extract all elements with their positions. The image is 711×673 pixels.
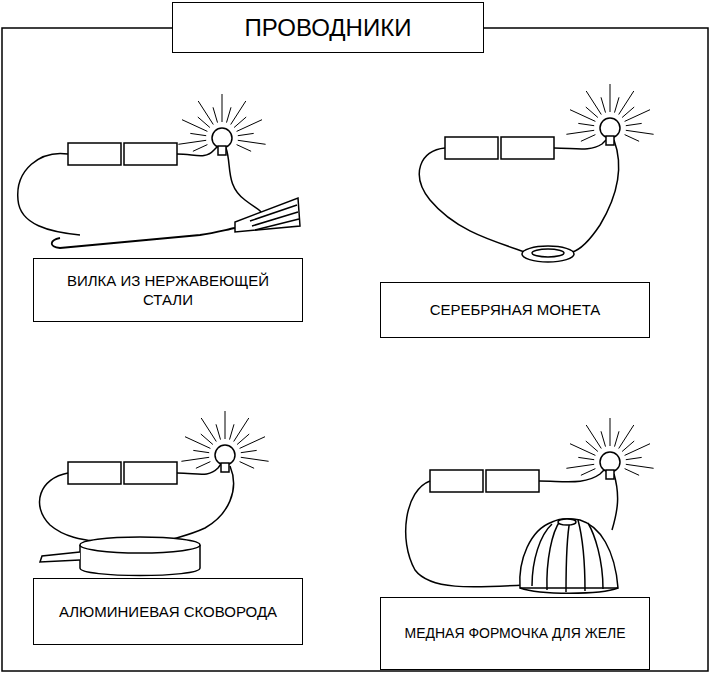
light-ray (196, 462, 211, 469)
light-ray (238, 140, 266, 144)
light-ray (193, 145, 208, 152)
light-ray (234, 117, 246, 128)
light-ray (601, 97, 606, 112)
light-ray (201, 434, 213, 445)
light-ray (231, 101, 246, 125)
light-ray (625, 469, 640, 476)
light-ray (626, 457, 642, 459)
light-ray (201, 418, 216, 442)
light-ray (622, 107, 634, 118)
light-ray (586, 441, 598, 452)
fork-circuit (18, 143, 300, 248)
light-ray (619, 425, 634, 449)
light-ray (610, 418, 611, 446)
title-text: ПРОВОДНИКИ (245, 14, 412, 42)
light-ray (198, 117, 210, 128)
light-ray (581, 135, 596, 142)
light-ray (626, 130, 654, 134)
light-ray (190, 133, 206, 135)
light-ray (240, 462, 255, 469)
light-ray (213, 107, 218, 122)
light-ray (626, 123, 642, 125)
light-ray (566, 464, 594, 468)
title-box: ПРОВОДНИКИ (172, 2, 484, 53)
label-text: МЕДНАЯ ФОРМОЧКА ДЛЯ ЖЕЛЕ (404, 624, 625, 642)
label-text: АЛЮМИНИЕВАЯ СКОВОРОДА (59, 602, 277, 622)
light-ray (238, 133, 254, 135)
light-ray (216, 424, 221, 439)
light-ray (230, 424, 235, 439)
light-ray (178, 140, 206, 144)
light-ray (610, 84, 611, 112)
light-ray (222, 94, 223, 122)
light-ray (625, 444, 650, 456)
outer-frame (2, 28, 708, 671)
light-ray (601, 431, 606, 446)
light-ray (227, 107, 232, 122)
light-ray (237, 120, 262, 132)
light-ray (615, 431, 620, 446)
light-ray (586, 107, 598, 118)
light-ray (193, 450, 209, 452)
light-ray (625, 110, 650, 122)
light-ray (622, 441, 634, 452)
light-ray (198, 101, 213, 125)
label-text: СЕРЕБРЯНАЯ МОНЕТА (430, 300, 601, 320)
light-ray (615, 97, 620, 112)
light-ray (237, 145, 252, 152)
light-ray (181, 457, 209, 461)
mould-circuit (406, 470, 618, 593)
light-ray (237, 434, 249, 445)
label-box: СЕРЕБРЯНАЯ МОНЕТА (380, 282, 650, 338)
light-ray (241, 450, 257, 452)
pan-circuit (40, 462, 234, 576)
light-ray (626, 464, 654, 468)
light-ray (225, 411, 226, 439)
light-ray (619, 91, 634, 115)
light-ray (241, 457, 269, 461)
coin-circuit (419, 137, 618, 262)
light-ray (625, 135, 640, 142)
light-ray (234, 418, 249, 442)
label-box: АЛЮМИНИЕВАЯ СКОВОРОДА (33, 578, 303, 645)
light-ray (566, 130, 594, 134)
light-ray (586, 425, 601, 449)
light-ray (578, 457, 594, 459)
label-box: ВИЛКА ИЗ НЕРЖАВЕЮЩЕЙ СТАЛИ (33, 258, 303, 322)
label-text: ВИЛКА ИЗ НЕРЖАВЕЮЩЕЙ СТАЛИ (42, 271, 294, 310)
light-ray (581, 469, 596, 476)
label-box: МЕДНАЯ ФОРМОЧКА ДЛЯ ЖЕЛЕ (380, 597, 650, 670)
light-ray (578, 123, 594, 125)
light-ray (586, 91, 601, 115)
light-ray (240, 437, 265, 449)
